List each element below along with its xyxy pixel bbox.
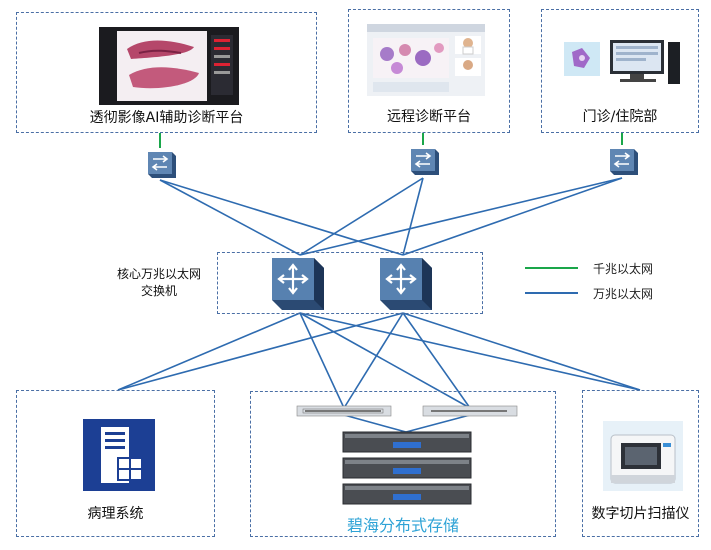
- server-tower-icon: [83, 419, 155, 491]
- scanner-box: 数字切片扫描仪: [582, 390, 699, 537]
- pathology-slide-image: [99, 27, 239, 105]
- storage-box: 碧海分布式存储: [250, 391, 556, 537]
- access-switch-icon: [411, 149, 439, 175]
- core-router-icon: [272, 258, 324, 310]
- storage-label: 碧海分布式存储: [346, 516, 459, 535]
- remote-diagnosis-screen-image: [367, 24, 485, 96]
- storage-internal-links: [343, 414, 471, 433]
- storage-rack-icon: [296, 405, 518, 505]
- outpatient-workstation-image: [564, 40, 680, 84]
- core-router-icon: [380, 258, 432, 310]
- core-switch-label: 核心万兆以太网 交换机: [116, 267, 201, 298]
- pathology-box: 病理系统: [16, 390, 215, 537]
- outpatient-label: 门诊/住院部: [582, 109, 658, 125]
- ten-gigabit-links-bottom: [117, 312, 641, 409]
- core-switch-box: [217, 252, 483, 314]
- pathology-label: 病理系统: [87, 506, 144, 522]
- ten-gigabit-links-top: [159, 177, 623, 256]
- legend-ten-gigabit-label: 万兆以太网: [593, 287, 654, 301]
- legend-gigabit-label: 千兆以太网: [593, 262, 654, 276]
- remote-platform-label: 远程诊断平台: [387, 109, 471, 125]
- scanner-label: 数字切片扫描仪: [591, 506, 690, 522]
- slide-scanner-icon: [603, 421, 683, 491]
- gigabit-links: [159, 133, 623, 148]
- ai-platform-box: 透彻影像AI辅助诊断平台: [16, 12, 317, 133]
- outpatient-box: 门诊/住院部: [541, 9, 699, 133]
- access-switch-icon: [610, 149, 638, 175]
- access-switch-icon: [148, 152, 176, 178]
- ai-platform-label: 透彻影像AI辅助诊断平台: [89, 110, 244, 126]
- remote-platform-box: 远程诊断平台: [348, 9, 510, 133]
